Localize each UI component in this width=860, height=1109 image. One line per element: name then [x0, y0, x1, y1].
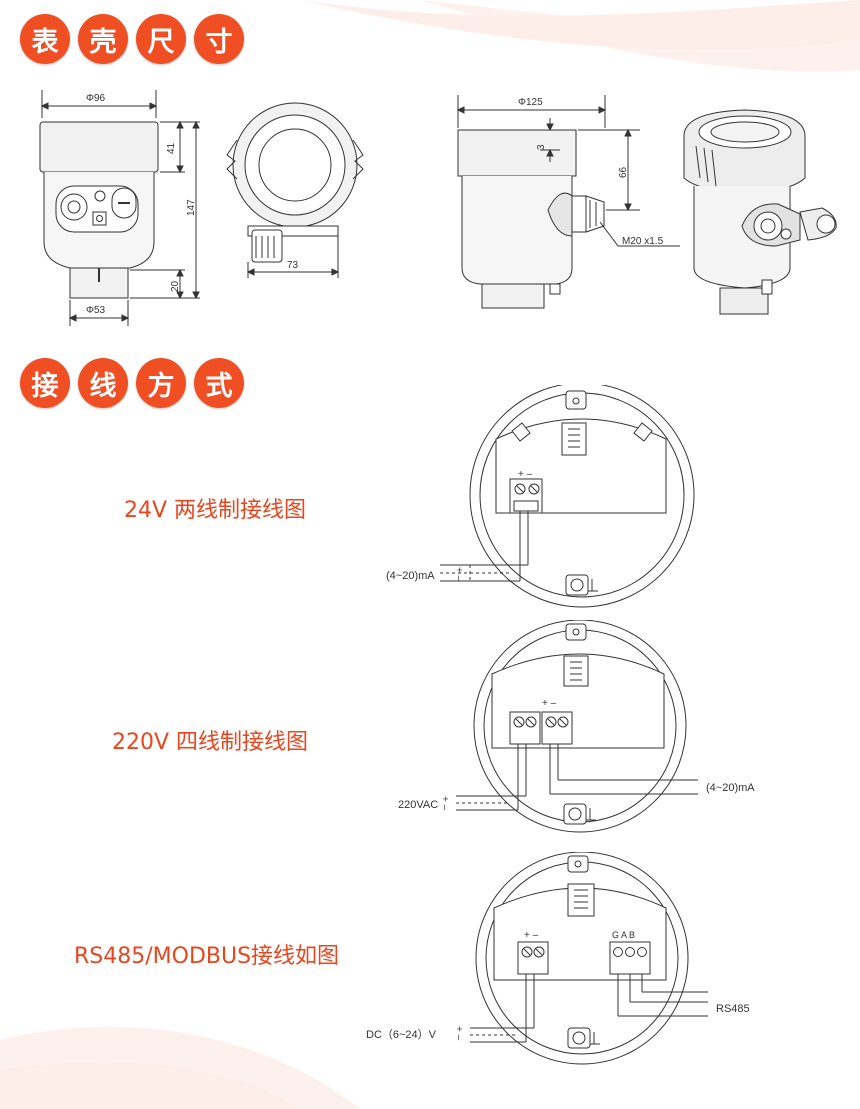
signal-label: (4~20)mA — [706, 782, 755, 794]
terminal-marks: + – — [518, 469, 533, 480]
terminal-marks: + – — [542, 698, 557, 709]
dim-label: 3 — [536, 144, 547, 150]
caption-220v-four-wire: 220V 四线制接线图 — [112, 730, 309, 755]
product-3d-view — [683, 109, 837, 315]
title-char: 寸 — [194, 14, 244, 64]
dim-label: 20 — [170, 280, 181, 292]
title-char: 表 — [20, 14, 70, 64]
front-view-small: Φ96 41 147 20 Φ53 — [39, 90, 200, 326]
signal-label: (4~20)mA — [386, 570, 435, 582]
bus-label: RS485 — [716, 1003, 750, 1015]
title-char: 接 — [20, 358, 70, 408]
wiring-diagram-rs485: + – G A B RS485 DC（6~24）V + – — [366, 852, 750, 1065]
dimension-drawings: Φ96 41 147 20 Φ53 — [39, 90, 837, 326]
dim-label: Φ96 — [86, 93, 106, 104]
dim-label: Φ53 — [86, 305, 106, 316]
dim-label: 66 — [618, 166, 629, 178]
power-label: 220VAC — [398, 799, 438, 811]
dim-label: 73 — [287, 260, 299, 271]
power-polarity: + – — [453, 1026, 464, 1041]
dim-label: 147 — [186, 199, 197, 216]
power-label: DC（6~24）V — [366, 1028, 437, 1041]
wiring-diagram-24v: + – (4~20)mA + – — [386, 385, 695, 608]
wiring-diagram-220v: + – (4~20)mA 220VAC + – — [398, 620, 755, 833]
bus-marks: G A B — [612, 930, 635, 940]
title-char: 式 — [194, 358, 244, 408]
front-view-large: Φ125 3 66 M20 x1.5 — [456, 95, 680, 309]
side-view-small: 73 — [226, 102, 364, 278]
title-char: 尺 — [136, 14, 186, 64]
dim-label: 41 — [166, 142, 177, 154]
dim-label: Φ125 — [518, 97, 543, 108]
dim-label: M20 x1.5 — [622, 236, 664, 247]
title-char: 方 — [136, 358, 186, 408]
power-polarity: + – — [439, 796, 450, 811]
section-title-wiring: 接 线 方 式 — [20, 358, 244, 408]
title-char: 壳 — [78, 14, 128, 64]
caption-rs485-modbus: RS485/MODBUS接线如图 — [74, 944, 340, 969]
section-title-dimensions: 表 壳 尺 寸 — [20, 14, 244, 64]
terminal-marks: + – — [524, 930, 539, 941]
signal-polarity: + – — [453, 567, 464, 582]
title-char: 线 — [78, 358, 128, 408]
caption-24v-two-wire: 24V 两线制接线图 — [124, 498, 307, 523]
